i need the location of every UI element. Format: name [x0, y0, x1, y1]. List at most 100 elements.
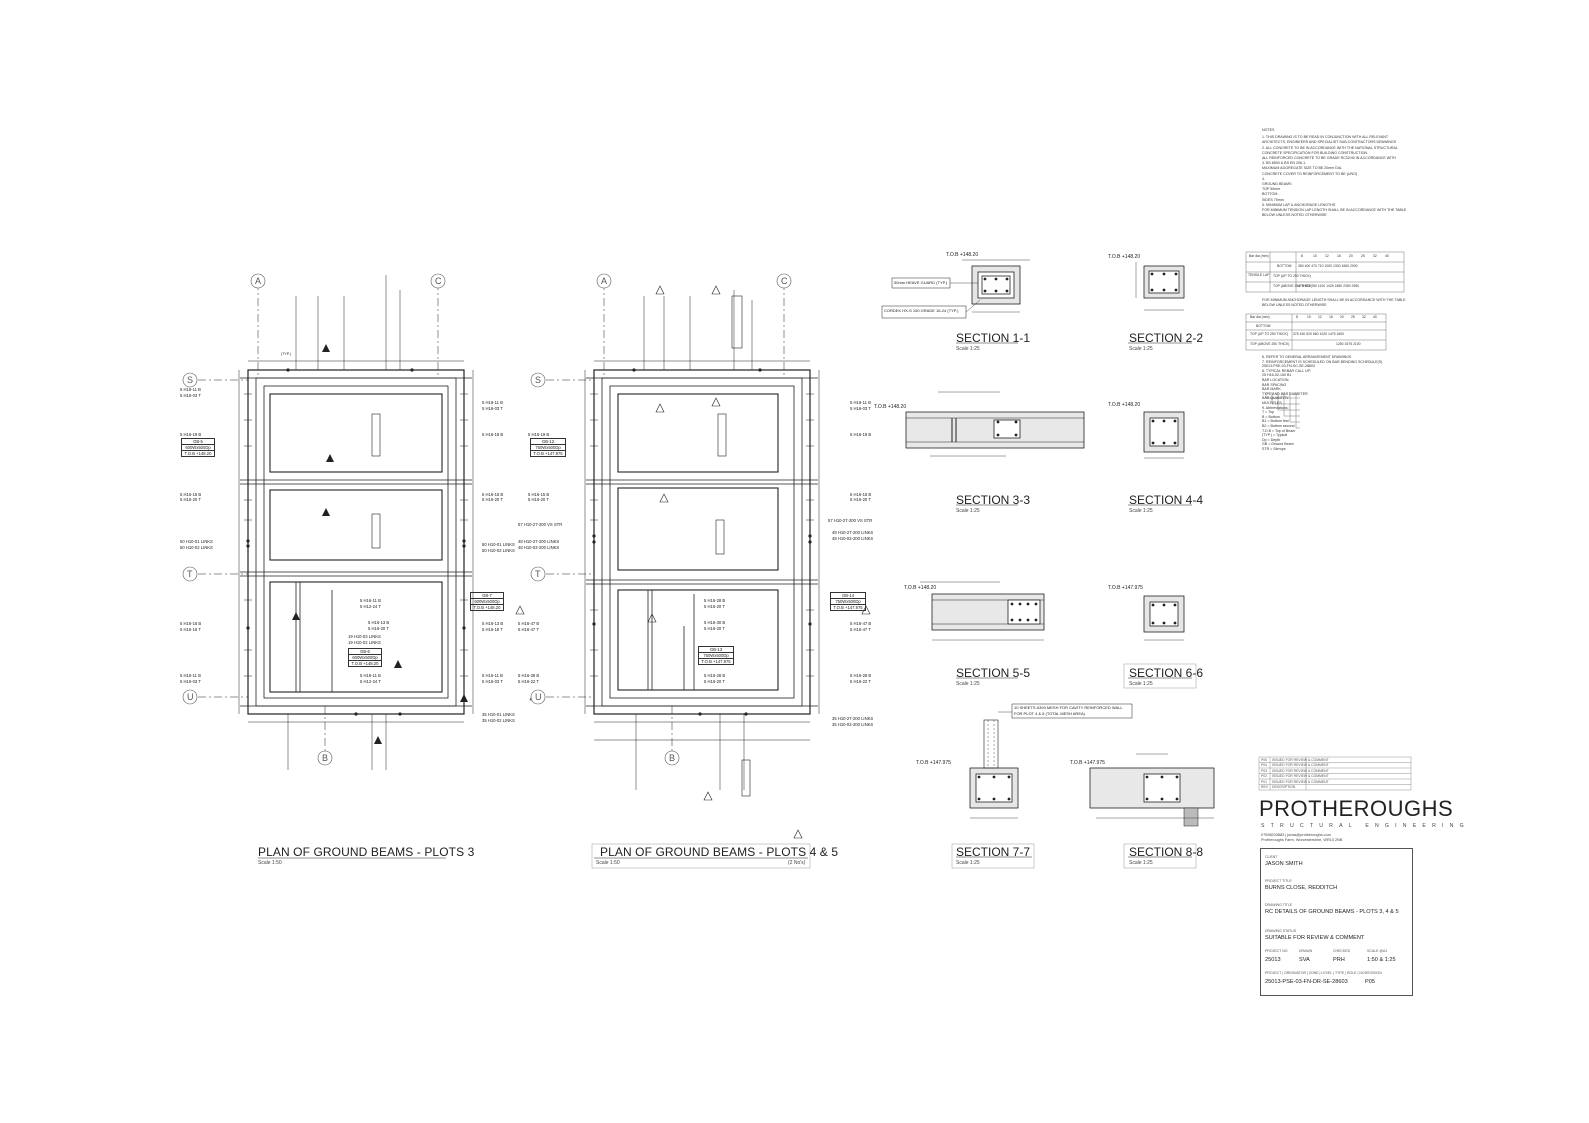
callout-name: GB-12: [530, 438, 566, 445]
rebar-label: 5 H16-13 B: [482, 621, 504, 626]
notes-line: B1 = Bottom first: [1262, 419, 1289, 424]
notes-continued: 6. REFER TO GENERAL ARRANGEMENT DRAWINGS…: [1262, 355, 1432, 451]
section-1-1-title: SECTION 1-1: [956, 331, 1031, 345]
rebar-label: 50 H10-01 LINKS: [180, 539, 213, 544]
rebar-label: 5 H16-28 B: [518, 673, 540, 678]
rev-desc: ISSUED FOR REVIEW & COMMENT: [1272, 779, 1329, 784]
notes-heading: NOTES: [1262, 128, 1275, 132]
section-3-3-drawing: [905, 391, 1085, 457]
rev-code: P04: [1261, 763, 1268, 768]
rebar-label: 5 H16-03 T: [482, 679, 503, 684]
section-4-4-scale: Scale 1:25: [1129, 508, 1153, 514]
plan-left-grid-a: A: [255, 276, 262, 286]
plan-right-title: PLAN OF GROUND BEAMS - PLOTS 4 & 5: [600, 845, 839, 859]
rev-code: P02: [1261, 774, 1268, 779]
notes-line: 3. BS 8500 & BS EN 206-1.: [1262, 161, 1307, 166]
notes-line: 8. TYPICAL REBAR CALL UP:: [1262, 368, 1311, 373]
rebar-label: 5 H16-11 B: [482, 673, 503, 678]
rev-desc: ISSUED FOR REVIEW & COMMENT: [1272, 768, 1329, 773]
notes-line: CONCRETE SPECIFICATION FOR BUILDING CONS…: [1262, 150, 1368, 155]
revision-value: P05: [1365, 979, 1375, 985]
rebar-label: 5 H16-03 T: [850, 406, 871, 411]
section-3-3-title: SECTION 3-3: [956, 493, 1031, 507]
callout-size: 600Wx500Dp: [348, 655, 382, 661]
notes-line: 2. ALL CONCRETE TO BE IN ACCORDANCE WITH…: [1262, 145, 1398, 150]
rebar-label: 5 H16-16 B: [180, 621, 202, 626]
notes-line: STR = Stirrups: [1262, 446, 1286, 451]
rebar-label: 35 H10-02 LINKS: [482, 718, 515, 723]
section-6-6-drawing: [1143, 595, 1185, 641]
rebar-label: 5 H16-03 T: [180, 679, 201, 684]
callout-name: GB-6: [348, 648, 382, 655]
section-1-1-level: T.O.B +148.20: [946, 252, 979, 258]
section-7-7-note-1: 10 SHEETS A393 MESH FOR CAVITY REINFORCE…: [1014, 705, 1123, 710]
notes-line: 25013-PSE-03-FN-SC-SE-28603: [1262, 364, 1315, 369]
callout-gb7: GB-7 600Wx500Dp T.O.B +148.20: [470, 592, 504, 611]
callout-gb13: GB-13 750Wx500Dp T.O.B +147.975: [698, 646, 734, 665]
rebar-label: 5 H16-20 T: [482, 497, 503, 502]
general-notes: NOTES 1. THIS DRAWING IS TO BE READ IN C…: [1262, 128, 1432, 218]
section-2-2-level: T.O.B +148.20: [1108, 254, 1141, 260]
notes-table-anchorage: [1245, 313, 1387, 351]
plan-right-drawing: [515, 282, 871, 839]
section-3-3-scale: Scale 1:25: [956, 508, 980, 514]
rebar-label: 5 H16-19 B: [528, 432, 550, 437]
rebar-label: 5 H16-20 T: [368, 626, 389, 631]
section-8-8-title: SECTION 8-8: [1129, 845, 1204, 859]
plan-right-grid-bubbles: [530, 273, 792, 766]
callout-gb5: GB-5 600Wx500Dp T.O.B +148.20: [181, 438, 215, 457]
callout-tob: T.O.B +148.20: [470, 605, 504, 611]
section-2-2-title: SECTION 2-2: [1129, 331, 1204, 345]
number-label: PROJECT | ORIGINATOR | ZONE | LEVEL | TY…: [1265, 971, 1366, 975]
callout-size: 750Wx500Dp: [530, 445, 566, 451]
rebar-label: 5 H16-11 B: [180, 673, 201, 678]
rev-desc: ISSUED FOR REVIEW & COMMENT: [1272, 774, 1329, 779]
rebar-label: 5 H16-11 B: [180, 387, 201, 392]
rebar-label: 48 H10-02-200 LINKS: [832, 536, 874, 541]
lap-table-cell: BOTTOM: [1277, 264, 1292, 268]
rebar-label: 5 H16-28 B: [704, 598, 726, 603]
callout-name: GB-5: [181, 438, 215, 445]
notes-line: FOR MINIMUM ANCHORAGE LENGTH SHALL BE IN…: [1262, 298, 1406, 302]
notes-line: BAR MARK: [1262, 387, 1281, 392]
notes-line: MAXIMUM AGGREGATE SIZE TO BE 20mm DIA.: [1262, 166, 1343, 171]
project-no-value: 25013: [1265, 957, 1281, 963]
lap-table-cell: TOP (ABOVE 250 THICK): [1273, 284, 1313, 288]
drawn-value: SVA: [1299, 957, 1310, 963]
plan-left-grid-t: T: [187, 569, 193, 579]
company-tagline: STRUCTURAL ENGINEERING: [1261, 823, 1470, 829]
plan-left-grid-u: U: [187, 692, 194, 702]
client-label: CLIENT: [1265, 855, 1278, 859]
rev-desc: ISSUED FOR REVIEW & COMMENT: [1272, 757, 1329, 762]
contact-line: Protheroughs Farm, Worcestershire, WR10 …: [1261, 838, 1343, 842]
notes-anchorage: FOR MINIMUM ANCHORAGE LENGTH SHALL BE IN…: [1262, 298, 1432, 308]
rebar-label: 35 H10-01 LINKS: [482, 712, 515, 717]
callout-tob: T.O.B +148.20: [348, 661, 382, 667]
section-5-5-level: T.O.B +148.20: [904, 585, 937, 591]
callout-size: 600Wx500Dp: [181, 445, 215, 451]
rebar-label: 50 H10-01 LINKS: [482, 542, 515, 547]
notes-line: GB = Ground Beam: [1262, 442, 1294, 447]
rebar-label: 5 H16-18 B: [482, 432, 504, 437]
callout-gb12: GB-12 750Wx500Dp T.O.B +147.975: [530, 438, 566, 457]
rebar-label: 5 H16-19 B: [850, 432, 872, 437]
callout-size: 750Wx500Dp: [830, 599, 866, 605]
lap-table-cell: TOP (UP TO 250 THICK): [1273, 274, 1311, 278]
section-7-7-title: SECTION 7-7: [956, 845, 1031, 859]
plan-right-sheet-ref: (2 No's): [788, 860, 806, 866]
notes-line: 6. REFER TO GENERAL ARRANGEMENT DRAWINGS: [1262, 355, 1352, 359]
rebar-label: 5 H16-20 T: [850, 497, 871, 502]
callout-tob: T.O.B +147.975: [698, 659, 734, 665]
rebar-label: 50 H10-02 LINKS: [482, 548, 515, 553]
section-6-6-level: T.O.B +147.975: [1108, 585, 1143, 591]
anchorage-table-head: Bar dia (mm) 8 10 12 16 20 25 32 40: [1250, 315, 1377, 319]
plan-right-grid-s: S: [535, 375, 542, 385]
rebar-label: 57 H10-27-200 VS STR: [828, 518, 873, 523]
rebar-label: 5 H16-03 T: [482, 406, 503, 411]
revision-table: P05 ISSUED FOR REVIEW & COMMENT P04 ISSU…: [1259, 757, 1411, 790]
rebar-label: 5 H16-20 T: [180, 497, 201, 502]
rebar-label: 35 H10-27-200 LINKS: [832, 716, 874, 721]
plan-right-grid-b: B: [669, 753, 676, 763]
rebar-label: 5 H16-30 B: [704, 620, 726, 625]
callout-size: 600Wx500Dp: [470, 599, 504, 605]
